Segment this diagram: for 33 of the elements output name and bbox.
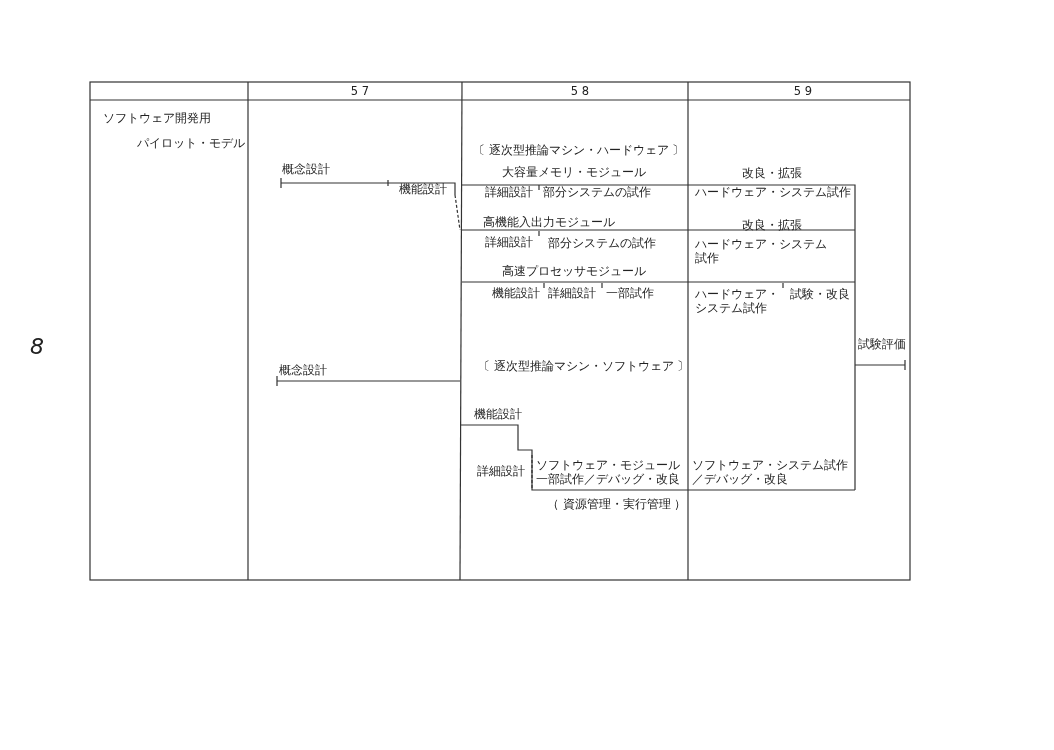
- row-heading: ソフトウェア開発用: [103, 111, 211, 125]
- task-label: 改良・拡張: [742, 166, 802, 180]
- section-heading: 〔 逐次型推論マシン・ハードウェア 〕: [473, 143, 685, 157]
- module-name: 大容量メモリ・モジュール: [502, 165, 646, 179]
- section-heading: 〔 逐次型推論マシン・ソフトウェア 〕: [478, 359, 690, 373]
- phase-label: 機能設計: [474, 407, 522, 421]
- phase-label: 試験評価: [858, 337, 906, 351]
- phase-label: 詳細設計: [477, 464, 525, 478]
- handwritten-mark: 8: [30, 335, 44, 359]
- year-header: 5 8: [569, 84, 591, 98]
- task-label: 部分システムの試作: [543, 185, 651, 199]
- phase-label: 概念設計: [279, 363, 327, 377]
- year-header: 5 9: [792, 84, 814, 98]
- task-label: 試験・改良: [790, 287, 850, 301]
- phase-label: 詳細設計: [548, 286, 596, 300]
- task-label: ソフトウェア・モジュール一部試作／デバッグ・改良: [536, 458, 681, 486]
- task-label: 改良・拡張: [742, 218, 802, 232]
- task-label: ソフトウェア・システム試作／デバッグ・改良: [692, 458, 849, 486]
- phase-label: 機能設計: [399, 182, 447, 196]
- year-header: 5 7: [349, 84, 371, 98]
- section-heading: （ 資源管理・実行管理 ）: [547, 497, 687, 511]
- task-label: ハードウェア・システム試作: [695, 185, 851, 199]
- row-heading: パイロット・モデル: [137, 136, 245, 150]
- task-label: ハードウェア・システム試作: [695, 237, 828, 265]
- task-label: 部分システムの試作: [548, 236, 656, 250]
- task-label: ハードウェア・システム試作: [695, 287, 779, 315]
- module-name: 高機能入出力モジュール: [483, 215, 615, 229]
- phase-label: 詳細設計: [485, 185, 533, 199]
- phase-label: 詳細設計: [485, 235, 533, 249]
- phase-label: 機能設計: [492, 286, 540, 300]
- phase-label: 概念設計: [282, 162, 330, 176]
- module-name: 高速プロセッサモジュール: [502, 264, 646, 278]
- task-label: 一部試作: [606, 286, 654, 300]
